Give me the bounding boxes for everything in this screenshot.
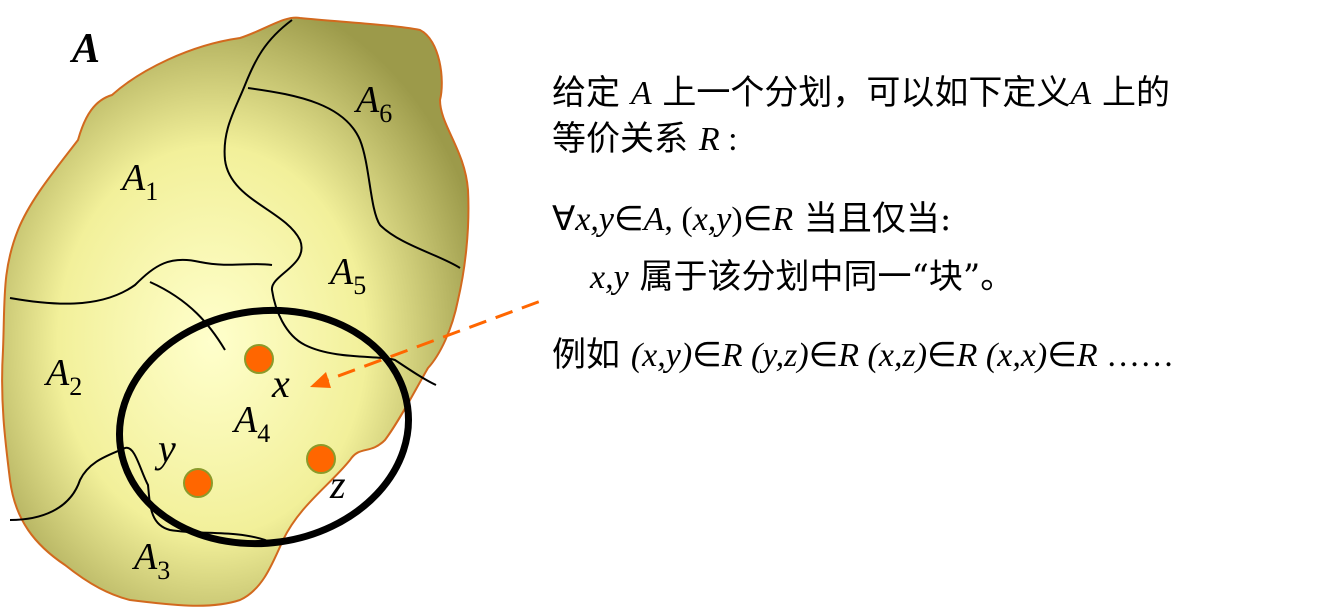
math-var: x,y	[692, 201, 732, 238]
point-y-label: y	[154, 426, 176, 471]
math-var: R	[698, 121, 720, 158]
text-fragment: 当且仅当:	[793, 199, 952, 239]
point-z-label: z	[329, 462, 346, 507]
point-z-dot	[306, 444, 336, 474]
text-fragment: 等价关系	[552, 119, 699, 159]
text-fragment: )∈	[731, 201, 773, 238]
math-var: A	[630, 75, 652, 112]
math-var: x,y	[575, 201, 614, 238]
text-fragment: :	[719, 121, 738, 158]
text-line-2: 等价关系 R :	[552, 122, 738, 157]
math-var: R	[1076, 337, 1098, 374]
pointer-arrow-line	[321, 299, 540, 384]
block-label-a4: A4	[231, 399, 270, 448]
block-label-a3: A3	[131, 536, 170, 585]
element-of-symbol: ∈	[1047, 337, 1077, 374]
point-x-dot	[244, 344, 274, 374]
point-x-label: x	[271, 361, 290, 406]
element-of-symbol: ∈	[613, 201, 644, 238]
math-var: R	[838, 337, 860, 374]
equivalence-ellipse	[116, 306, 412, 548]
element-of-symbol: ∈	[692, 337, 722, 374]
math-pair: (x,x)	[985, 337, 1048, 374]
partition-diagram: A A1 A2 A3 A4 A5 A6 x y z	[1, 16, 540, 607]
text-fragment: 给定	[552, 73, 631, 113]
element-of-symbol: ∈	[808, 337, 839, 374]
math-var: A	[643, 201, 665, 238]
text-line-4: x,y 属于该分划中同一“块”。	[590, 260, 1014, 295]
math-var: A	[1070, 75, 1092, 112]
math-var: R	[956, 337, 978, 374]
text-fragment: 属于该分划中同一“块”。	[628, 257, 1015, 297]
text-line-5: 例如 (x,y)∈R (y,z)∈R (x,z)∈R (x,x)∈R ……	[552, 338, 1174, 373]
math-pair: (x,y)	[630, 337, 693, 374]
ellipsis: ……	[1097, 337, 1175, 374]
point-y-dot	[183, 468, 213, 498]
block-label-a1: A1	[119, 157, 158, 206]
text-fragment: 上一个分划，可以如下定义	[651, 73, 1071, 113]
math-var: R	[772, 201, 794, 238]
text-fragment: 例如	[552, 335, 631, 375]
math-pair: (y,z)	[751, 337, 809, 374]
set-a-label: A	[69, 26, 100, 72]
forall-symbol: ∀	[552, 201, 576, 238]
text-fragment: 上的	[1091, 73, 1170, 113]
text-line-3: ∀x,y∈A, (x,y)∈R 当且仅当:	[552, 202, 951, 237]
math-var: R	[721, 337, 743, 374]
partition-lines	[9, 19, 461, 544]
math-var: x,y	[590, 259, 629, 296]
block-label-a2: A2	[43, 352, 82, 401]
block-label-a5: A5	[327, 251, 366, 300]
text-fragment: , (	[664, 201, 693, 238]
pointer-arrowhead	[310, 372, 331, 388]
block-label-a6: A6	[353, 79, 392, 128]
element-of-symbol: ∈	[927, 337, 957, 374]
math-pair: (x,z)	[867, 337, 928, 374]
text-line-1: 给定 A 上一个分划，可以如下定义A 上的	[552, 76, 1170, 111]
